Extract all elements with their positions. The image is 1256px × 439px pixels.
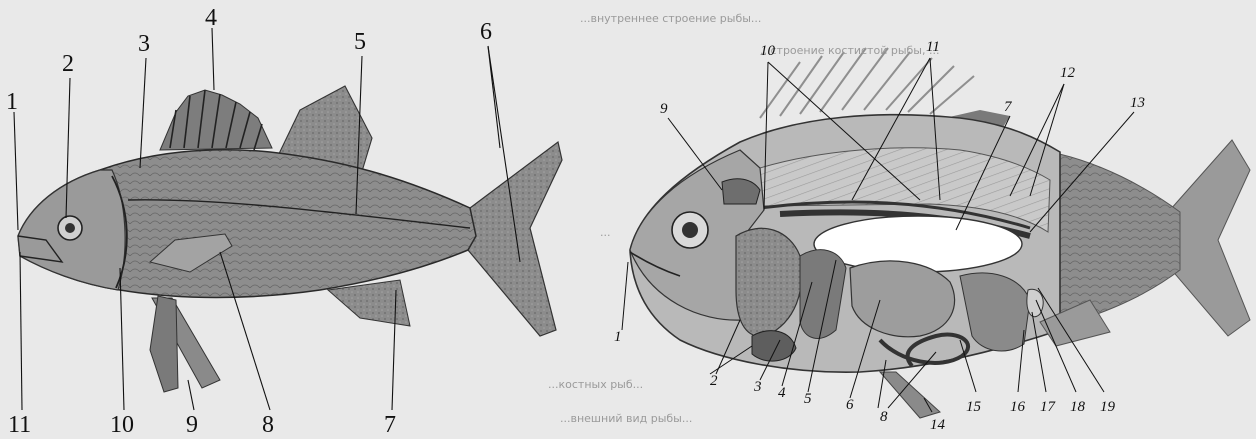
bleed-text: ... (600, 226, 611, 239)
left-label-2: 2 (62, 52, 74, 76)
bleed-text: ...внешний вид рыбы... (560, 412, 692, 425)
left-label-4: 4 (205, 6, 217, 30)
right-label-4: 4 (778, 386, 786, 401)
right-label-9: 9 (660, 102, 668, 117)
bleed-text: ...костных рыб... (548, 378, 643, 391)
left-label-6: 6 (480, 20, 492, 44)
left-label-1: 1 (6, 90, 18, 114)
right-label-6: 6 (846, 398, 854, 413)
right-label-13: 13 (1130, 96, 1145, 111)
right-label-8: 8 (880, 410, 888, 425)
left-label-3: 3 (138, 32, 150, 56)
right-label-5: 5 (804, 392, 812, 407)
right-label-1: 1 (614, 330, 622, 345)
left-label-9: 9 (186, 413, 198, 437)
perch-external-view (14, 28, 562, 410)
left-label-8: 8 (262, 413, 274, 437)
bleed-text: ...внутреннее строение рыбы... (580, 12, 761, 25)
left-label-10: 10 (110, 413, 134, 437)
bleed-text: ...строение костистой рыбы, ... (760, 44, 939, 57)
right-label-16: 16 (1010, 400, 1025, 415)
right-label-19: 19 (1100, 400, 1115, 415)
right-label-15: 15 (966, 400, 981, 415)
left-label-11: 11 (8, 413, 31, 437)
right-label-12: 12 (1060, 66, 1075, 81)
right-label-11: 11 (926, 40, 940, 55)
right-label-17: 17 (1040, 400, 1055, 415)
right-label-7: 7 (1004, 100, 1012, 115)
right-label-3: 3 (754, 380, 762, 395)
right-label-2: 2 (710, 374, 718, 389)
fish-internal-anatomy (622, 48, 1250, 418)
left-label-7: 7 (384, 413, 396, 437)
right-label-18: 18 (1070, 400, 1085, 415)
left-label-5: 5 (354, 30, 366, 54)
right-label-14: 14 (930, 418, 945, 433)
right-label-10: 10 (760, 44, 775, 59)
